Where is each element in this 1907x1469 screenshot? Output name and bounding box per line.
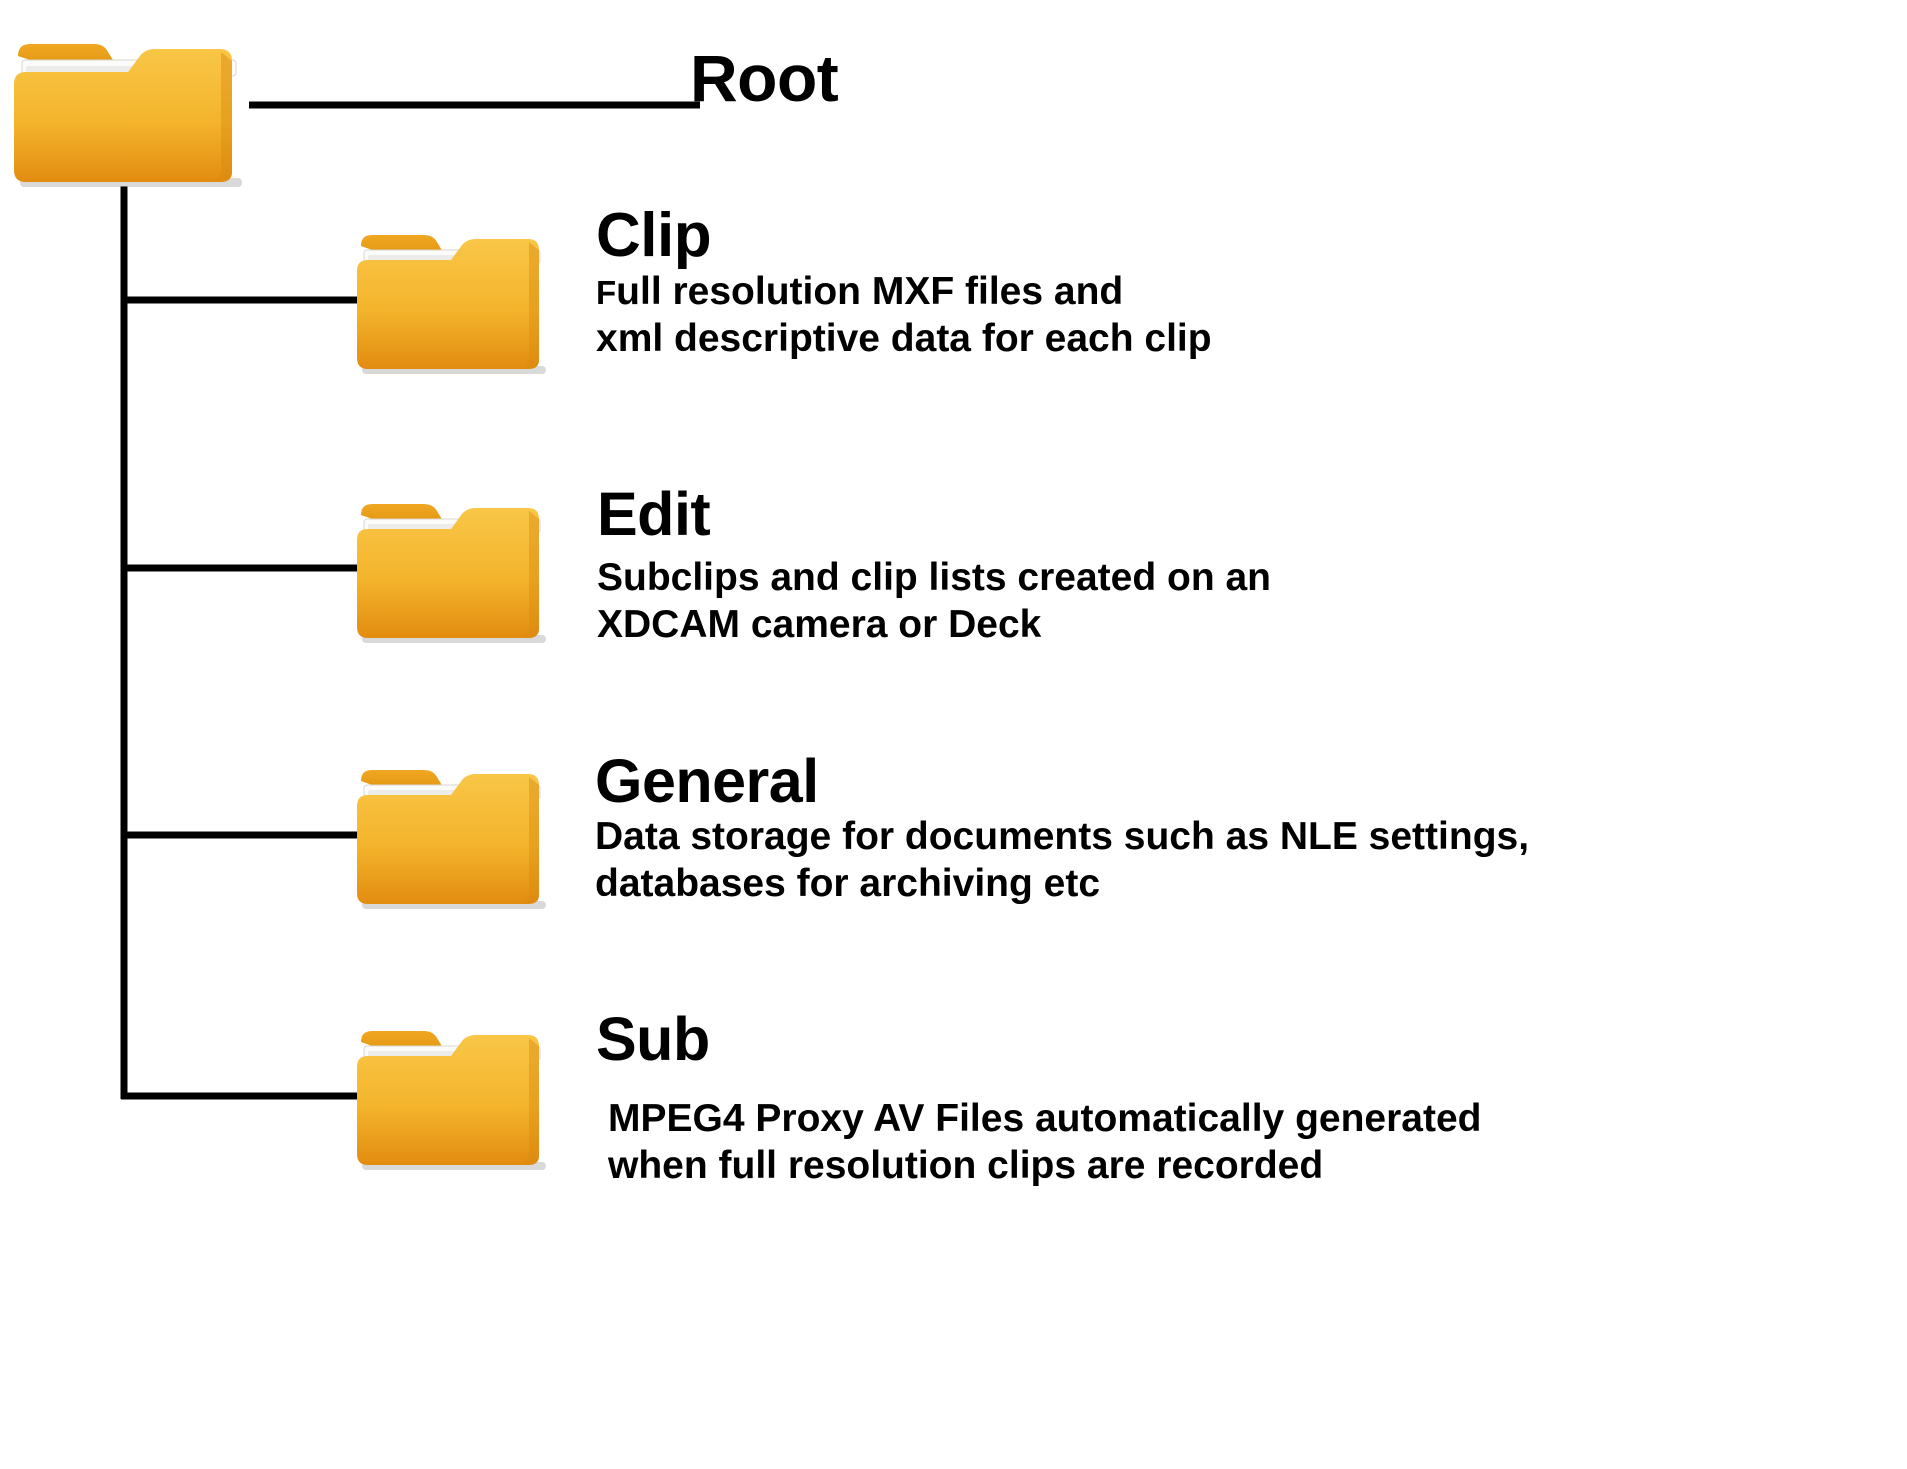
node-sub-text: Sub MPEG4 Proxy AV Files automatically g… [596, 1005, 1482, 1190]
folder-icon-sub[interactable] [352, 1014, 552, 1172]
node-edit-title: Edit [597, 480, 711, 548]
node-sub-description: MPEG4 Proxy AV Files automatically gener… [608, 1096, 1482, 1188]
node-general-description: Data storage for documents such as NLE s… [595, 814, 1530, 906]
folder-icon-root[interactable] [8, 22, 250, 188]
node-clip-text: Clip Full resolution MXF files and xml d… [596, 201, 1212, 363]
node-edit-text: Edit Subclips and clip lists created on … [597, 480, 1272, 649]
node-sub-title: Sub [596, 1005, 710, 1073]
node-general-text: General Data storage for documents such … [595, 747, 1530, 908]
folder-icon-clip[interactable] [352, 218, 552, 376]
node-clip-title: Clip [596, 201, 712, 270]
folder-icon-edit[interactable] [352, 487, 552, 645]
node-general-title: General [595, 747, 819, 815]
node-clip-description: Full resolution MXF files and xml descri… [596, 269, 1212, 361]
folder-icon-general[interactable] [352, 753, 552, 911]
node-root-title: Root [690, 41, 839, 115]
node-root-text: Root [690, 41, 839, 115]
node-edit-description: Subclips and clip lists created on an XD… [597, 555, 1272, 647]
